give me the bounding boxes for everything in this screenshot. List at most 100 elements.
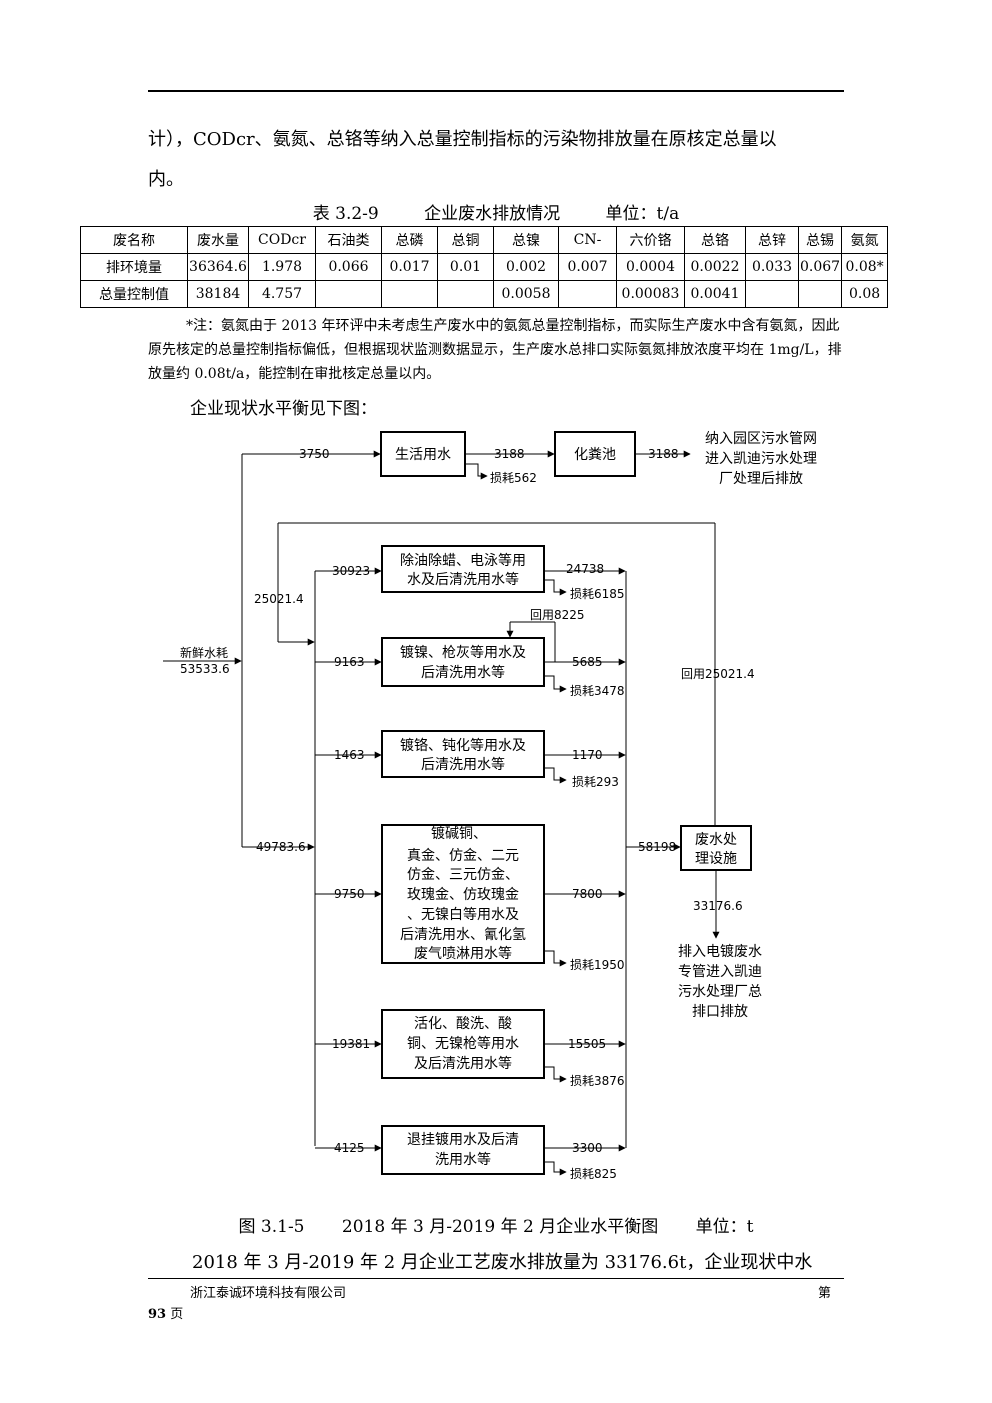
table-header-cell: 氨氮 bbox=[841, 226, 889, 254]
split-total-value: 49783.6 bbox=[256, 840, 306, 854]
process-in-value: 30923 bbox=[332, 564, 370, 578]
table-note: *注：氨氮由于 2013 年环评中未考虑生产废水中的氨氮总量控制指标，而实际生产… bbox=[148, 318, 842, 382]
table-cell: 1.978 bbox=[248, 253, 316, 281]
footer-page-prefix: 第 bbox=[818, 1286, 832, 1301]
discharge-text: 专管进入凯迪 bbox=[678, 964, 762, 980]
fresh-water-value: 53533.6 bbox=[180, 662, 230, 676]
process-box-text: 及后清洗用水等 bbox=[414, 1055, 512, 1072]
domestic-in-value: 3750 bbox=[299, 447, 330, 461]
table-cell bbox=[381, 280, 438, 308]
process-out-value: 7800 bbox=[572, 887, 603, 901]
process-loss-value: 损耗825 bbox=[570, 1167, 617, 1181]
process-box-text: 洗用水等 bbox=[435, 1151, 491, 1168]
table-caption: 表 3.2-9 企业废水排放情况 单位：t/a bbox=[0, 199, 992, 224]
table-cell: 0.0022 bbox=[684, 253, 746, 281]
process-out-value: 3300 bbox=[572, 1141, 603, 1155]
process-box-text: 、无镍白等用水及 bbox=[407, 906, 519, 923]
sewer-text: 厂处理后排放 bbox=[719, 471, 803, 487]
table-header-cell: 总磷 bbox=[381, 226, 438, 254]
table-row: 总量控制值 38184 4.757 0.0058 0.00083 0.0041 … bbox=[80, 280, 889, 308]
process-box-text: 除油除蜡、电泳等用 bbox=[400, 552, 526, 569]
sewer-text: 纳入园区污水管网 bbox=[705, 431, 817, 447]
table-caption-title: 企业废水排放情况 bbox=[424, 204, 561, 224]
process-box-text: 水及后清洗用水等 bbox=[407, 571, 519, 588]
fresh-water-label: 新鲜水耗 bbox=[180, 645, 228, 660]
process-box-text: 后清洗用水等 bbox=[421, 756, 505, 773]
process-out-value: 1170 bbox=[572, 748, 603, 762]
figure-caption-unit: 单位：t bbox=[695, 1217, 754, 1237]
process-box-text: 铜、无镍枪等用水 bbox=[407, 1035, 519, 1052]
table-cell: 0.0004 bbox=[616, 253, 685, 281]
process-in-value: 1463 bbox=[334, 748, 365, 762]
table-cell: 0.066 bbox=[315, 253, 382, 281]
discharge-text: 污水处理厂总 bbox=[678, 984, 762, 1000]
process-out-value: 24738 bbox=[566, 562, 604, 576]
discharge-text: 排入电镀废水 bbox=[678, 943, 762, 960]
table-cell: 0.01 bbox=[437, 253, 494, 281]
figure-intro: 企业现状水平衡见下图： bbox=[190, 399, 377, 419]
process-loss-value: 损耗6185 bbox=[570, 587, 625, 601]
table-header-cell: 总铬 bbox=[684, 226, 746, 254]
process-out-value: 15505 bbox=[568, 1037, 606, 1051]
page-number: 93 bbox=[148, 1307, 167, 1322]
process-loss-value: 损耗3478 bbox=[570, 684, 625, 698]
loss-arrow bbox=[544, 1066, 567, 1083]
table-row: 排环境量 36364.6 1.978 0.066 0.017 0.01 0.00… bbox=[80, 253, 889, 281]
domestic-box-label: 生活用水 bbox=[395, 447, 451, 463]
table-cell: 0.002 bbox=[493, 253, 559, 281]
process-loss-value: 损耗1950 bbox=[570, 958, 625, 972]
loss-arrow bbox=[544, 767, 567, 784]
reuse-left-value: 25021.4 bbox=[254, 592, 304, 606]
process-box-text: 后清洗用水、氰化氢 bbox=[400, 927, 526, 943]
figure-caption-title: 2018 年 3 月-2019 年 2 月企业水平衡图 bbox=[341, 1217, 659, 1237]
loss-arrow bbox=[544, 950, 567, 967]
table-header-cell: CN- bbox=[558, 226, 617, 254]
paragraph-line: 2018 年 3 月-2019 年 2 月企业工艺废水排放量为 33176.6t… bbox=[192, 1252, 813, 1273]
footer-page-number: 93 页 bbox=[148, 1303, 183, 1322]
process-box-text: 退挂镀用水及后清 bbox=[407, 1131, 519, 1148]
table-cell: 4.757 bbox=[248, 280, 316, 308]
process-in-value: 19381 bbox=[332, 1037, 370, 1051]
process-in-value: 4125 bbox=[334, 1141, 365, 1155]
table-cell bbox=[745, 280, 799, 308]
table-cell: 36364.6 bbox=[187, 253, 249, 281]
recycle-value: 回用8225 bbox=[530, 608, 585, 622]
table-header-cell: 废名称 bbox=[80, 226, 188, 254]
page-suffix: 页 bbox=[166, 1307, 184, 1322]
table-cell: 0.007 bbox=[558, 253, 617, 281]
table-cell: 0.033 bbox=[745, 253, 799, 281]
discharge-text: 排口排放 bbox=[692, 1004, 748, 1020]
process-box-text: 真金、仿金、二元 bbox=[407, 848, 519, 864]
process-box-text: 镀铬、钝化等用水及 bbox=[400, 737, 526, 754]
table-header-cell: 废水量 bbox=[187, 226, 249, 254]
septic-out-value: 3188 bbox=[648, 447, 679, 461]
paragraph-line: 计），CODcr、氨氮、总铬等纳入总量控制指标的污染物排放量在原核定总量以 bbox=[148, 129, 777, 150]
header-rule bbox=[148, 90, 844, 92]
table-header-cell: 石油类 bbox=[315, 226, 382, 254]
table-cell: 0.00083 bbox=[616, 280, 685, 308]
table-header-cell: 总锌 bbox=[745, 226, 799, 254]
process-out-value: 5685 bbox=[572, 655, 603, 669]
process-box-degreasing bbox=[381, 545, 545, 593]
table-header-cell: 总锡 bbox=[797, 226, 843, 254]
table-cell: 总量控制值 bbox=[80, 280, 188, 308]
table-cell: 0.017 bbox=[381, 253, 438, 281]
table-caption-unit: 单位：t/a bbox=[605, 204, 680, 224]
footer-rule bbox=[148, 1278, 844, 1279]
table-cell: 0.08* bbox=[841, 253, 889, 281]
table-cell bbox=[797, 280, 843, 308]
loss-arrow bbox=[544, 1161, 567, 1176]
wastewater-table: 废名称 废水量 CODcr 石油类 总磷 总铜 总镍 CN- 六价铬 总铬 总锌… bbox=[80, 226, 889, 308]
figure-caption-number: 图 3.1-5 bbox=[238, 1217, 305, 1237]
table-cell bbox=[558, 280, 617, 308]
water-balance-diagram: 新鲜水耗 53533.6 3750 3188 损耗562 3188 25021.… bbox=[163, 431, 817, 1181]
table-caption-number: 表 3.2-9 bbox=[312, 204, 379, 224]
table-cell bbox=[315, 280, 382, 308]
table-cell: 38184 bbox=[187, 280, 249, 308]
table-cell: 排环境量 bbox=[80, 253, 188, 281]
table-cell: 0.08 bbox=[841, 280, 889, 308]
figure-caption: 图 3.1-5 2018 年 3 月-2019 年 2 月企业水平衡图 单位：t bbox=[0, 1212, 992, 1237]
loss-arrow bbox=[544, 579, 567, 596]
wwtp-box-label: 理设施 bbox=[695, 851, 737, 867]
process-box-text: 废气喷淋用水等 bbox=[414, 945, 512, 962]
